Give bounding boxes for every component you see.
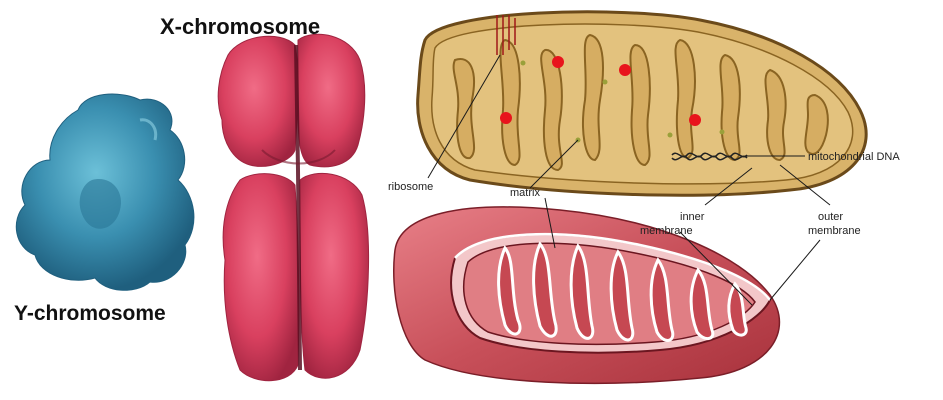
leader-outer-membrane-3d [770, 240, 820, 300]
matrix-label: matrix [510, 187, 540, 199]
inner-membrane-label-line2: membrane [640, 225, 693, 237]
y-chromosome-shape [16, 94, 194, 290]
mitochondrial-dna-label: mitochondrial DNA [808, 151, 900, 163]
inner-membrane-label-line1: inner [680, 211, 705, 223]
y-chromosome-label: Y-chromosome [14, 302, 166, 325]
outer-membrane-label-line1: outer [818, 211, 843, 223]
ribosome-label: ribosome [388, 181, 433, 193]
x-chromosome-shape [218, 34, 368, 380]
mitochondrion-cross-section [418, 12, 867, 195]
mitochondrion-3d [394, 207, 780, 383]
x-chromosome-label: X-chromosome [160, 14, 320, 39]
outer-membrane-label-line2: membrane [808, 225, 861, 237]
